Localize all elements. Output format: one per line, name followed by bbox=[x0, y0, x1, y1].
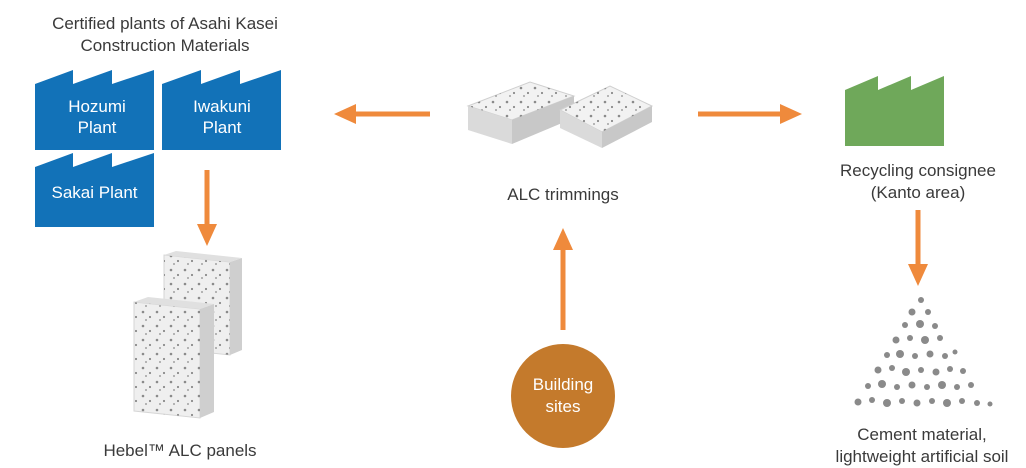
arrow-consignee-to-pile bbox=[908, 210, 928, 286]
hozumi-line1: Hozumi bbox=[68, 97, 126, 116]
consignee-line1: Recycling consignee bbox=[840, 161, 996, 180]
hozumi-factory-icon bbox=[35, 70, 154, 150]
products-label: Cement material, lightweight artificial … bbox=[818, 424, 1026, 468]
sites-line1: Building bbox=[532, 375, 594, 394]
sakai-plant-label: Sakai Plant bbox=[35, 182, 154, 203]
consignee-factory-icon bbox=[845, 76, 944, 146]
arrow-plants-to-panels bbox=[197, 170, 217, 246]
alc-panels-icon bbox=[133, 251, 242, 419]
building-sites-label: Building sites bbox=[511, 374, 615, 418]
certified-plants-line2: Construction Materials bbox=[80, 36, 250, 55]
hozumi-plant-label: Hozumi Plant bbox=[52, 96, 142, 138]
iwakuni-line2: Plant bbox=[202, 118, 242, 137]
consignee-line2: (Kanto area) bbox=[870, 183, 966, 202]
consignee-label: Recycling consignee (Kanto area) bbox=[808, 160, 1026, 204]
arrow-sites-to-trimmings bbox=[553, 228, 573, 330]
alc-panels-text: Hebel™ ALC panels bbox=[103, 441, 257, 460]
alc-trimmings-text: ALC trimmings bbox=[507, 185, 619, 204]
products-line1: Cement material, bbox=[857, 425, 987, 444]
arrow-trimmings-to-plants bbox=[334, 104, 430, 124]
building-sites-circle bbox=[511, 344, 615, 448]
material-pile-icon bbox=[842, 292, 1000, 412]
alc-panels-label: Hebel™ ALC panels bbox=[80, 440, 280, 462]
sites-line2: sites bbox=[545, 397, 581, 416]
certified-plants-title: Certified plants of Asahi Kasei Construc… bbox=[20, 13, 310, 57]
iwakuni-factory-icon bbox=[162, 70, 281, 150]
hozumi-line2: Plant bbox=[77, 118, 117, 137]
arrow-trimmings-to-consignee bbox=[698, 104, 802, 124]
iwakuni-line1: Iwakuni bbox=[193, 97, 251, 116]
alc-trimmings-icon bbox=[466, 81, 654, 148]
certified-plants-line1: Certified plants of Asahi Kasei bbox=[52, 14, 278, 33]
iwakuni-plant-label: Iwakuni Plant bbox=[177, 96, 267, 138]
alc-trimmings-label: ALC trimmings bbox=[463, 184, 663, 206]
products-line2: lightweight artificial soil bbox=[835, 447, 1009, 466]
sakai-factory-icon bbox=[35, 153, 154, 227]
sakai-line1: Sakai Plant bbox=[51, 183, 138, 202]
